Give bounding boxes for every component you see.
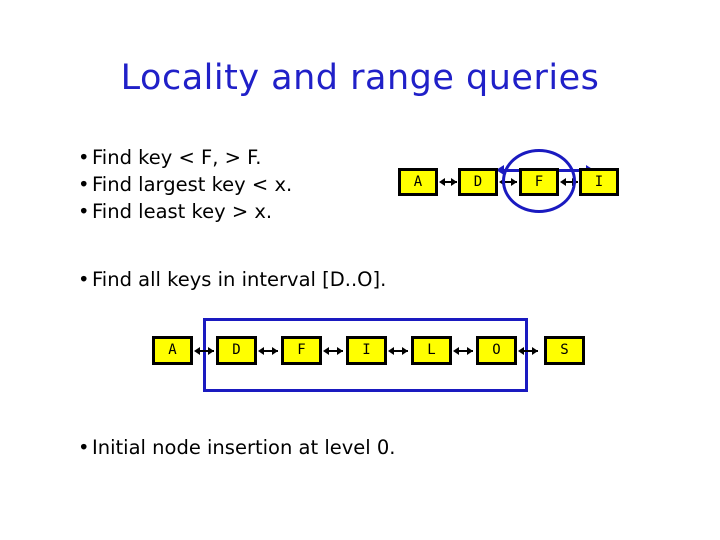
arrow-left-icon <box>258 347 264 355</box>
arrow-left-icon <box>194 347 200 355</box>
node-label: D <box>232 342 241 358</box>
node-label: O <box>492 342 501 358</box>
highlight-arrow-left-line <box>502 169 562 172</box>
highlight-ellipse-f <box>502 149 576 213</box>
bullet-item: •Find key < F, > F. <box>78 144 292 171</box>
arrow-left-icon <box>323 347 329 355</box>
arrow-left-icon <box>499 178 505 186</box>
list-connector-line <box>325 350 343 352</box>
arrow-right-icon <box>337 347 343 355</box>
list-connector-line <box>562 181 578 183</box>
arrow-right-icon <box>402 347 408 355</box>
node-label: S <box>560 342 569 358</box>
highlight-arrow-left-icon <box>496 165 504 175</box>
bullet-item-insertion: •Initial node insertion at level 0. <box>78 434 396 461</box>
node-label: A <box>168 342 177 358</box>
list-connector-line <box>520 350 538 352</box>
node-label: F <box>297 342 306 358</box>
list-node-i[interactable]: I <box>579 168 619 196</box>
node-label: A <box>413 174 423 190</box>
highlight-arrow-right-line <box>516 169 588 172</box>
node-label: L <box>427 342 436 358</box>
list-node-d[interactable]: D <box>458 168 498 196</box>
bullet-item: •Find least key > x. <box>78 198 292 225</box>
highlight-arrow-right-icon <box>586 165 594 175</box>
list-connector-line <box>501 181 517 183</box>
arrow-left-icon <box>560 178 566 186</box>
bullet-item: •Initial node insertion at level 0. <box>78 434 396 461</box>
list-node-a[interactable]: A <box>398 168 438 196</box>
bullet-item-interval: •Find all keys in interval [D..O]. <box>78 266 386 293</box>
arrow-right-icon <box>451 178 457 186</box>
arrow-left-icon <box>439 178 445 186</box>
bullet-marker-icon: • <box>78 436 90 459</box>
node-label: F <box>534 174 544 190</box>
list-connector-line <box>455 350 473 352</box>
bullet-list-top: •Find key < F, > F. •Find largest key < … <box>78 144 292 225</box>
arrow-right-icon <box>467 347 473 355</box>
bullet-text: Find largest key < x. <box>92 173 293 196</box>
arrow-right-icon <box>532 347 538 355</box>
arrow-right-icon <box>208 347 214 355</box>
bullet-item: •Find largest key < x. <box>78 171 292 198</box>
node-label: I <box>594 174 604 190</box>
list-connector-line <box>260 350 278 352</box>
arrow-left-icon <box>518 347 524 355</box>
page-title: Locality and range queries <box>120 58 600 98</box>
arrow-right-icon <box>511 178 517 186</box>
interval-highlight-rectangle <box>203 318 528 392</box>
node-label: D <box>473 174 483 190</box>
list-node-l[interactable]: L <box>411 336 452 365</box>
list-node-o[interactable]: O <box>476 336 517 365</box>
list-node-f[interactable]: F <box>281 336 322 365</box>
bullet-item: •Find all keys in interval [D..O]. <box>78 266 386 293</box>
list-node-i[interactable]: I <box>346 336 387 365</box>
bullet-text: Find all keys in interval [D..O]. <box>92 268 387 291</box>
arrow-right-icon <box>272 347 278 355</box>
node-label: I <box>362 342 371 358</box>
list-connector-line <box>390 350 408 352</box>
list-connector-line <box>196 350 214 352</box>
list-node-s[interactable]: S <box>544 336 585 365</box>
bullet-marker-icon: • <box>78 200 90 223</box>
bullet-marker-icon: • <box>78 146 90 169</box>
bullet-text: Find least key > x. <box>92 200 273 223</box>
arrow-right-icon <box>572 178 578 186</box>
bullet-marker-icon: • <box>78 173 90 196</box>
bullet-text: Find key < F, > F. <box>92 146 262 169</box>
list-connector-line <box>441 181 457 183</box>
list-node-d[interactable]: D <box>216 336 257 365</box>
arrow-left-icon <box>388 347 394 355</box>
bullet-text: Initial node insertion at level 0. <box>92 436 396 459</box>
bullet-marker-icon: • <box>78 268 90 291</box>
list-node-a[interactable]: A <box>152 336 193 365</box>
arrow-left-icon <box>453 347 459 355</box>
list-node-f[interactable]: F <box>519 168 559 196</box>
